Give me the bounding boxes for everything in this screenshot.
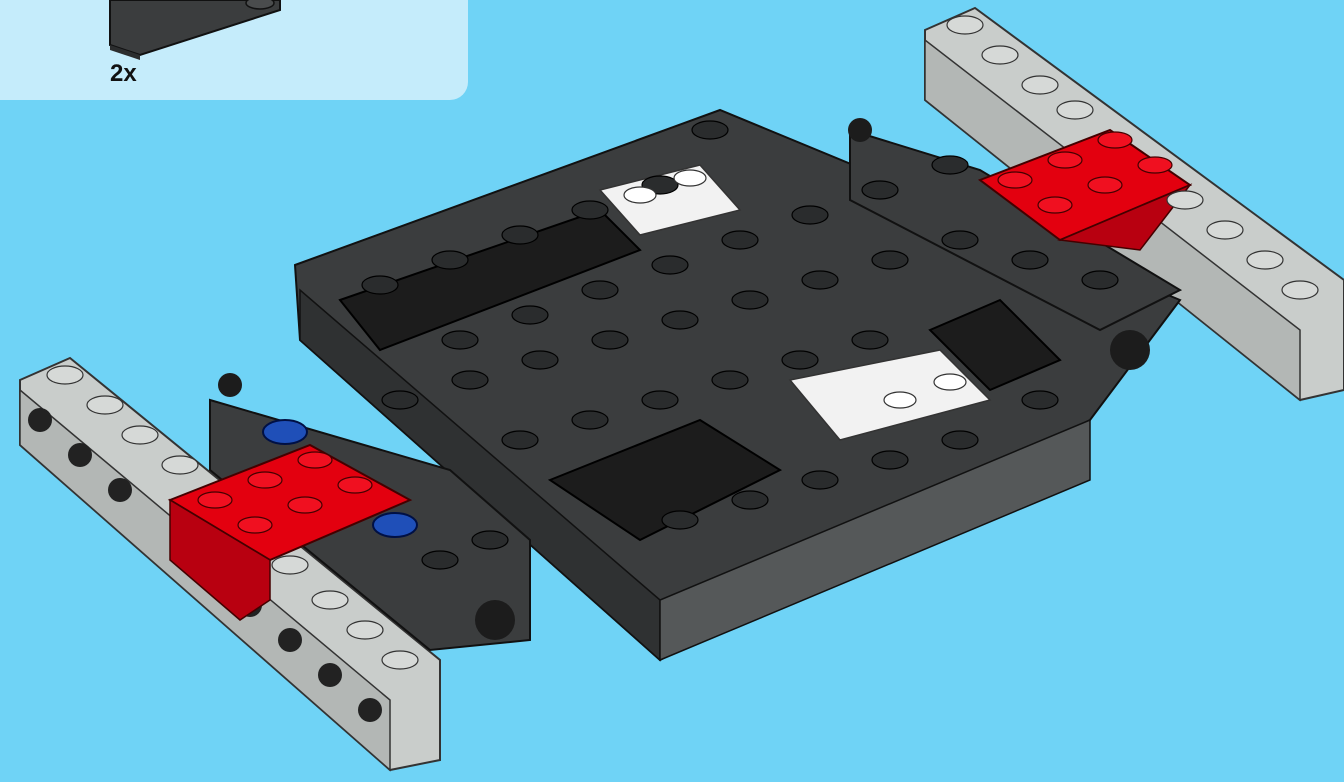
- axle-pin-front: [475, 600, 515, 640]
- blue-round-plate-left: [263, 420, 307, 444]
- axle-pin-rear: [1110, 330, 1150, 370]
- blue-round-plate-right: [373, 513, 417, 537]
- axle-stub-top: [848, 118, 872, 142]
- axle-stub-left: [218, 373, 242, 397]
